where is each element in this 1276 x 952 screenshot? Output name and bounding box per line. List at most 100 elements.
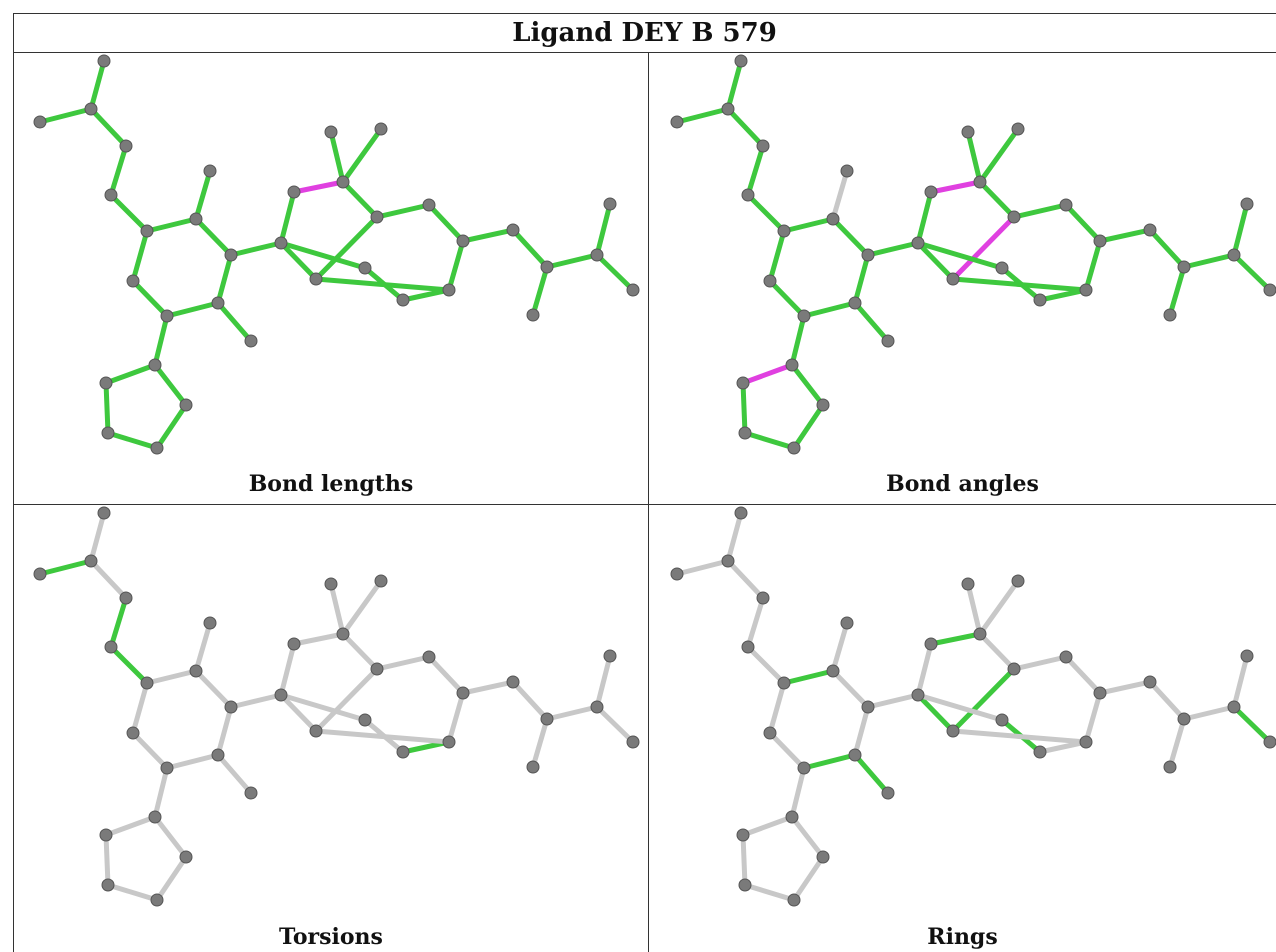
bond	[228, 692, 284, 710]
bond	[830, 216, 871, 258]
atom	[358, 713, 372, 727]
bond	[950, 214, 1017, 282]
atom	[396, 745, 410, 759]
atom	[540, 712, 554, 726]
bond	[313, 214, 380, 282]
atom	[881, 786, 895, 800]
bond	[852, 252, 871, 306]
bond	[950, 728, 1089, 745]
atom	[670, 567, 684, 581]
bond	[340, 126, 384, 185]
atom	[203, 164, 217, 178]
bond	[1083, 238, 1103, 293]
atom	[881, 334, 895, 348]
bond	[801, 300, 858, 319]
bond	[791, 402, 826, 451]
atom	[1240, 197, 1254, 211]
bond	[740, 380, 748, 436]
bond	[37, 558, 94, 577]
atom	[1143, 675, 1157, 689]
bond	[446, 690, 466, 745]
bond	[977, 179, 1017, 220]
atom	[738, 878, 752, 892]
atom	[526, 308, 540, 322]
atom	[1093, 686, 1107, 700]
atom	[442, 735, 456, 749]
bond	[105, 430, 160, 451]
atom	[1059, 650, 1073, 664]
atom	[148, 810, 162, 824]
atom	[973, 175, 987, 189]
bond	[725, 558, 766, 601]
atom	[1143, 223, 1157, 237]
bond	[193, 216, 234, 258]
atom	[160, 761, 174, 775]
bond	[530, 716, 550, 770]
atom	[370, 210, 384, 224]
bond	[130, 278, 170, 319]
atom	[603, 649, 617, 663]
atom	[1033, 745, 1047, 759]
bond	[130, 680, 150, 736]
atom	[148, 358, 162, 372]
atom	[244, 786, 258, 800]
bond	[767, 730, 807, 771]
bond	[594, 201, 613, 258]
bond	[1231, 653, 1250, 710]
atom	[670, 115, 684, 129]
atom	[140, 224, 154, 238]
bond	[928, 631, 983, 647]
bond	[915, 692, 956, 734]
bond	[745, 644, 787, 686]
bond	[1231, 704, 1273, 745]
bond	[88, 558, 129, 601]
atom	[540, 260, 554, 274]
atom	[785, 358, 799, 372]
atom	[973, 627, 987, 641]
bond	[674, 106, 731, 125]
atom	[287, 637, 301, 651]
atom	[756, 591, 770, 605]
bond	[154, 402, 189, 451]
atom	[787, 893, 801, 907]
bond	[977, 126, 1021, 185]
bond	[228, 240, 284, 258]
bond	[915, 240, 956, 282]
atom	[101, 878, 115, 892]
atom	[224, 248, 238, 262]
atom	[861, 248, 875, 262]
caption-torsions: Torsions	[279, 924, 383, 950]
bond	[130, 228, 150, 284]
atom	[97, 506, 111, 520]
bond	[745, 143, 766, 198]
bond	[1181, 704, 1237, 722]
bond	[830, 620, 850, 674]
atom	[422, 198, 436, 212]
bond	[510, 679, 550, 722]
divider-middle	[13, 504, 1276, 505]
atom	[924, 185, 938, 199]
bond	[1063, 202, 1103, 244]
bond	[164, 752, 221, 771]
atom	[816, 850, 830, 864]
atom	[99, 828, 113, 842]
atom	[603, 197, 617, 211]
bond	[674, 558, 731, 577]
bond	[328, 581, 346, 637]
atom	[840, 164, 854, 178]
atom	[189, 664, 203, 678]
atom	[119, 139, 133, 153]
atom	[626, 283, 640, 297]
atom	[203, 616, 217, 630]
atom	[777, 224, 791, 238]
bond	[1147, 227, 1187, 270]
atom	[1059, 198, 1073, 212]
atom	[160, 309, 174, 323]
bond	[544, 704, 600, 722]
atom	[374, 122, 388, 136]
atom	[442, 283, 456, 297]
atom	[946, 724, 960, 738]
atom	[1227, 248, 1241, 262]
atom	[336, 175, 350, 189]
bond	[278, 692, 368, 723]
